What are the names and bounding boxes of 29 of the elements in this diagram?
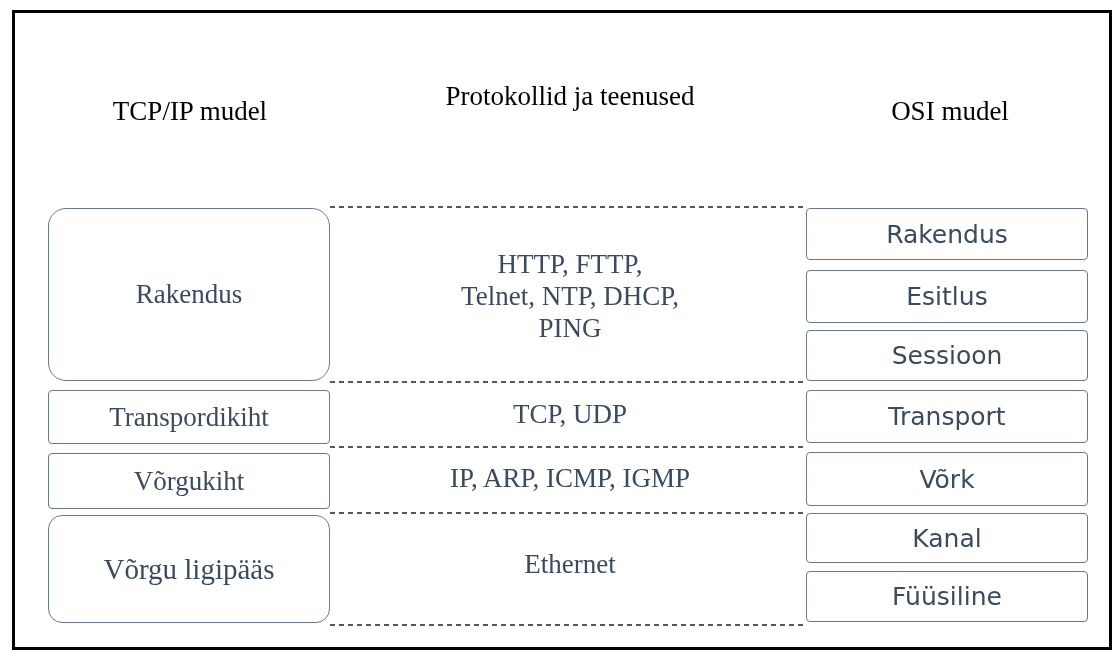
- column-heading: OSI mudel: [890, 95, 1010, 127]
- layer-name: Kanal: [912, 523, 982, 553]
- layer-name: Transpordikiht: [109, 401, 269, 433]
- layer-name: Võrgu ligipääs: [103, 552, 275, 586]
- layer-box: [48, 208, 330, 381]
- protocol-list: HTTP, FTTP, Telnet, NTP, DHCP, PING: [460, 248, 680, 344]
- protocol-list: Ethernet: [400, 548, 740, 580]
- layer-box: [806, 571, 1088, 622]
- layer-name: Võrgukiht: [133, 465, 245, 497]
- layer-box: [806, 452, 1088, 506]
- layer-box: [48, 515, 330, 623]
- layer-box: [806, 208, 1088, 260]
- layer-name: Sessioon: [891, 341, 1003, 370]
- layer-box: [806, 390, 1088, 443]
- layer-name: Rakendus: [135, 279, 243, 310]
- layer-name: Transport: [888, 402, 1006, 431]
- layer-name: Võrk: [919, 464, 975, 494]
- layer-name: Esitlus: [906, 282, 988, 311]
- column-heading: TCP/IP mudel: [111, 95, 269, 127]
- layer-box: [806, 270, 1088, 323]
- layer-box: [806, 330, 1088, 381]
- layer-box: [806, 513, 1088, 563]
- layer-name: Rakendus: [886, 219, 1008, 249]
- protocol-list: TCP, UDP: [400, 398, 740, 430]
- protocol-list: IP, ARP, ICMP, IGMP: [400, 462, 740, 494]
- layer-name: Füüsiline: [892, 582, 1002, 611]
- column-heading: Protokollid ja teenused: [444, 80, 696, 112]
- layer-box: [48, 453, 330, 509]
- layer-box: [48, 390, 330, 444]
